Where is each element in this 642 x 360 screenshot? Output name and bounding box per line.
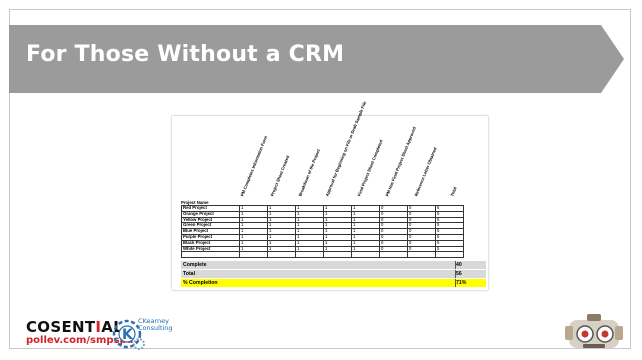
empty-cell (239, 251, 268, 259)
total-cell: 5 (435, 239, 464, 247)
total-label: Total (183, 271, 196, 277)
empty-cell (295, 251, 324, 259)
empty-cell (181, 251, 240, 259)
total-cell: 5 (435, 222, 464, 230)
complete-label: Complete (183, 262, 207, 268)
completion-value: 71% (456, 280, 467, 286)
completion-label: % Completion (183, 280, 218, 286)
total-cell: 5 (435, 216, 464, 224)
complete-row: Complete 40 (181, 261, 486, 269)
ckearney-gear-icon: K (112, 319, 145, 350)
robot-illustration-icon (565, 314, 623, 348)
column-header: Total (449, 186, 458, 197)
column-header: Reference Letter Obtained (413, 146, 438, 197)
column-header: Project Sheet Created (269, 154, 291, 197)
slide-frame (9, 9, 631, 349)
spacer-row (181, 251, 464, 259)
total-value: 56 (456, 271, 462, 277)
divider (455, 261, 456, 269)
divider (455, 270, 456, 278)
title-banner (9, 25, 624, 93)
spreadsheet-image: PM Completes Information Form Project Sh… (172, 101, 488, 290)
partner-sub: Consulting (138, 323, 173, 332)
partner-name: CKearney (138, 317, 169, 325)
completion-row: % Completion 71% (181, 279, 486, 287)
column-header: PM Has Final Project Sheet Approved (384, 126, 417, 197)
total-cell: 5 (435, 205, 464, 212)
empty-cell (351, 251, 380, 259)
poll-url: pollev.com/smpspa (26, 335, 134, 346)
column-header: PM Completes Information Form (239, 135, 269, 197)
svg-text:K: K (122, 327, 134, 343)
empty-cell (407, 251, 436, 259)
empty-cell (267, 251, 296, 259)
empty-cell (323, 251, 352, 259)
column-header: Final Project Sheet Completed (356, 139, 384, 197)
logo-text-accent: I (95, 318, 102, 336)
empty-cell (379, 251, 408, 259)
slide-title: For Those Without a CRM (26, 42, 345, 67)
divider (455, 279, 456, 287)
logo-text: COSENT (26, 318, 96, 336)
total-cell: 5 (435, 245, 464, 253)
column-header: Breakdown of the Project (297, 148, 321, 197)
total-cell: 5 (435, 228, 464, 235)
logo-text: AL (101, 318, 124, 336)
total-cell: 5 (435, 210, 464, 218)
row-header-label: Project Name (181, 200, 209, 205)
complete-value: 40 (456, 262, 462, 268)
partner-logo-text: CKearney Consulting (138, 318, 173, 331)
cosential-logo: COSENTIAL (26, 318, 123, 336)
total-cell: 5 (435, 234, 464, 241)
total-row: Total 56 (181, 270, 486, 278)
empty-cell (435, 251, 464, 259)
